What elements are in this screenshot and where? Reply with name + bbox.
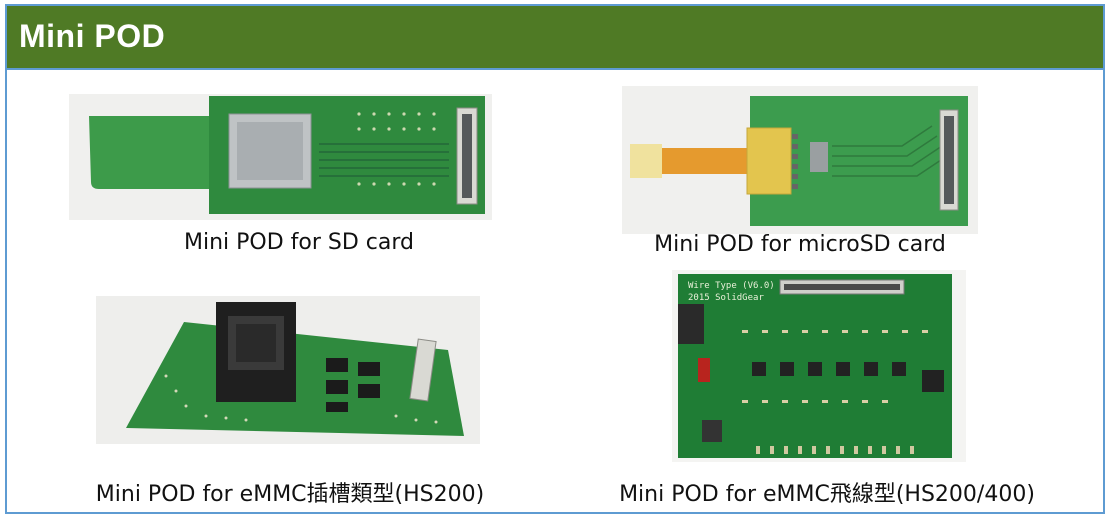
microsd-card-pod-image xyxy=(622,86,978,234)
emmc-socket-pod-caption: Mini POD for eMMC插槽類型(HS200) xyxy=(95,482,485,507)
emmc-socket-pod-image xyxy=(96,296,480,444)
pcb-year-label: 2015 SolidGear xyxy=(688,293,764,303)
section-header: Mini POD xyxy=(7,6,1103,70)
pcb-version-label: Wire Type (V6.0) xyxy=(688,281,775,291)
emmc-wire-pod-caption: Mini POD for eMMC飛線型(HS200/400) xyxy=(619,482,1035,507)
sd-card-pod-caption: Mini POD for SD card xyxy=(183,230,414,255)
microsd-card-pod-caption: Mini POD for microSD card xyxy=(654,232,946,257)
sd-card-pod-image xyxy=(69,94,492,220)
emmc-wire-pod-image: Wire Type (V6.0) 2015 SolidGear xyxy=(672,270,966,462)
section-title: Mini POD xyxy=(19,18,166,54)
